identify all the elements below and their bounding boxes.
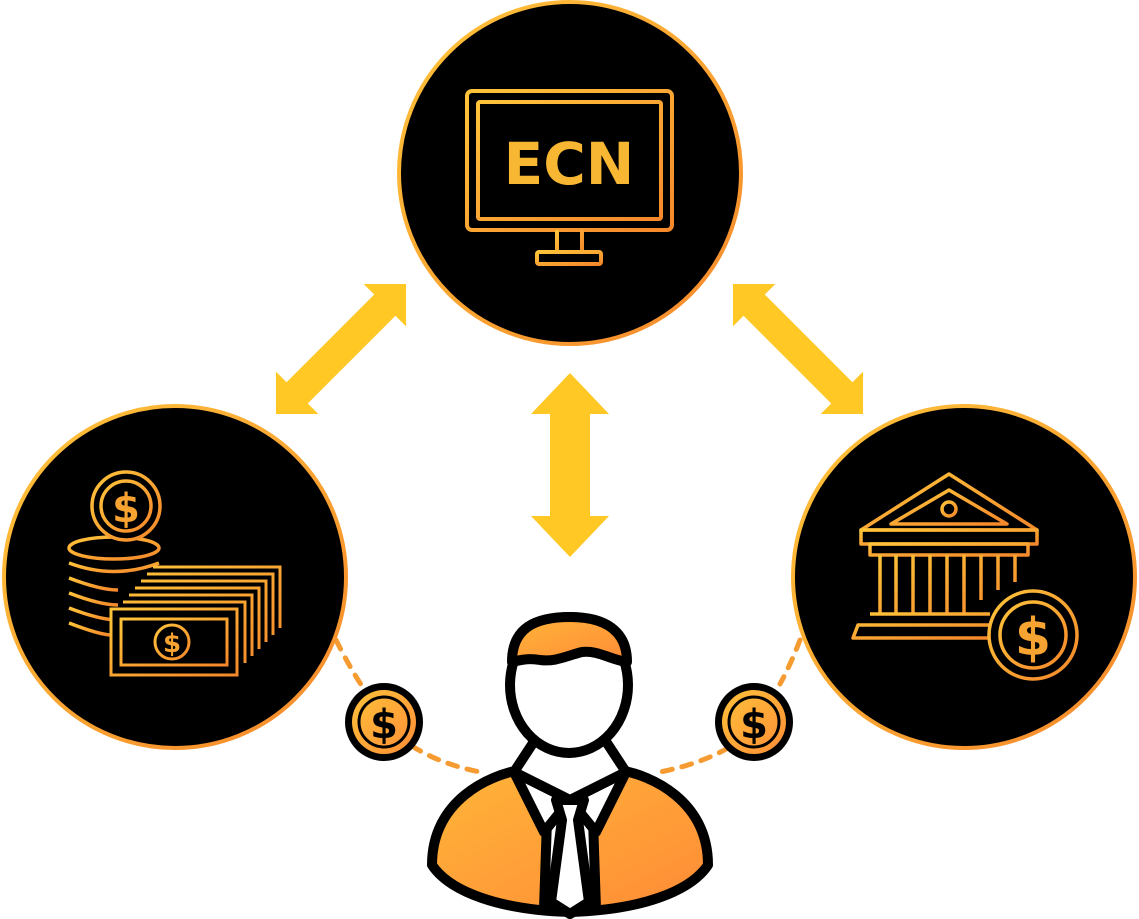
coin-stack-dollar: $	[112, 486, 140, 532]
arrow-liquidity-ecn	[275, 283, 407, 415]
bank-coin-icon	[987, 589, 1079, 681]
dashed-link-right	[657, 637, 803, 775]
bank-icon	[851, 472, 1039, 640]
liquidity-node: $ $	[2, 404, 348, 750]
liquidity-circle	[2, 404, 348, 750]
ecn-label: ECN	[504, 130, 635, 198]
monitor-icon	[465, 89, 674, 266]
bank-coin-dollar: $	[1015, 608, 1051, 668]
coin-right: $	[715, 683, 793, 761]
arrow-trader-ecn	[531, 373, 609, 557]
coin-left: $	[345, 683, 423, 761]
ecn-circle	[397, 0, 743, 346]
ecn-node: ECN	[397, 0, 743, 346]
bank-node: $	[791, 404, 1137, 750]
cash-dollar: $	[163, 629, 181, 659]
coin-stack-icon	[67, 470, 162, 637]
trader-hair	[507, 612, 632, 667]
coin-right-dollar: $	[740, 702, 768, 748]
cash-stack-icon	[109, 565, 282, 677]
coin-left-dollar: $	[370, 702, 398, 748]
trader-icon	[427, 612, 713, 919]
dashed-link-left	[333, 637, 483, 775]
trader-tie	[546, 795, 594, 919]
arrow-bank-ecn	[732, 283, 864, 415]
